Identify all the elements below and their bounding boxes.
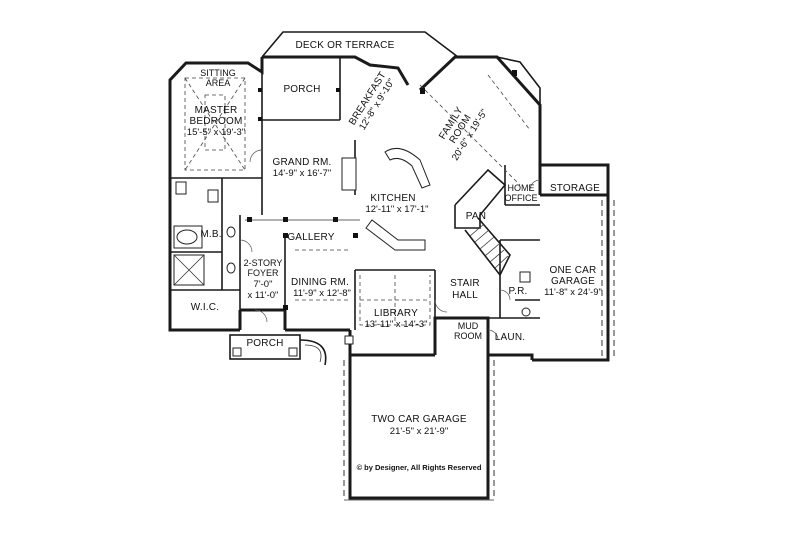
foyer-dim-1: 7'-0" bbox=[254, 279, 273, 290]
dining-room-label: DINING RM. bbox=[291, 277, 349, 288]
pantry-label: PAN bbox=[466, 211, 486, 222]
two-car-garage-label: TWO CAR GARAGE bbox=[371, 414, 467, 425]
walk-in-closet-label: W.I.C. bbox=[191, 302, 219, 313]
two-car-garage-dim: 21'-5" x 21'-9" bbox=[390, 426, 448, 437]
copyright-notice: © by Designer, All Rights Reserved bbox=[357, 463, 482, 472]
kitchen-island-curved bbox=[341, 147, 431, 251]
rear-porch-label: PORCH bbox=[283, 84, 320, 95]
storage-label: STORAGE bbox=[550, 183, 600, 194]
grand-room-label: GRAND RM. bbox=[272, 157, 331, 168]
library-dim: 13'-11" x 14'-3" bbox=[364, 319, 427, 330]
door-swings bbox=[239, 149, 541, 341]
grand-room-dim: 14'-9" x 16'-7" bbox=[273, 168, 331, 179]
one-car-garage-door bbox=[601, 200, 615, 358]
mud-room-label-2: ROOM bbox=[454, 331, 482, 341]
sitting-area-label-1: SITTING bbox=[200, 68, 236, 78]
powder-room-label: P.R. bbox=[509, 286, 528, 297]
sitting-area-label-2: AREA bbox=[206, 78, 231, 88]
staircase bbox=[464, 217, 511, 277]
home-office-label-2: OFFICE bbox=[505, 193, 538, 203]
one-car-garage-label-1: ONE CAR bbox=[550, 265, 597, 276]
foyer-label-1: 2-STORY bbox=[244, 258, 283, 268]
front-porch-label: PORCH bbox=[246, 338, 283, 349]
kitchen-dim: 12'-11" x 17'-1" bbox=[365, 204, 428, 215]
master-bedroom-label-1: MASTER bbox=[195, 105, 238, 116]
overhead-lines bbox=[184, 74, 531, 326]
dining-room-dim: 11'-9" x 12'-8" bbox=[293, 288, 351, 299]
library-label: LIBRARY bbox=[374, 308, 418, 319]
deck-label: DECK OR TERRACE bbox=[296, 40, 395, 51]
master-bedroom-dim: 15'-5" x 19'-3" bbox=[187, 127, 245, 138]
deck-outline bbox=[261, 31, 459, 58]
columns bbox=[247, 70, 517, 310]
foyer-dim-2: x 11'-0" bbox=[248, 290, 279, 301]
one-car-garage-dim: 11'-8" x 24'-9" bbox=[544, 287, 602, 298]
master-bath-label: M.B. bbox=[200, 229, 221, 240]
front-porch bbox=[229, 334, 354, 366]
home-office-label-1: HOME bbox=[508, 183, 535, 193]
bath-fixtures bbox=[173, 181, 531, 317]
room-labels: DECK OR TERRACE PORCH SITTING AREA MASTE… bbox=[187, 40, 602, 472]
stair-hall-label-2: HALL bbox=[452, 290, 478, 301]
two-car-garage-walls bbox=[343, 355, 495, 501]
kitchen-label: KITCHEN bbox=[370, 193, 415, 204]
interior-walls bbox=[170, 57, 540, 330]
gallery-label: GALLERY bbox=[287, 232, 334, 243]
stair-hall-label-1: STAIR bbox=[450, 278, 480, 289]
mud-room-label-1: MUD bbox=[458, 321, 479, 331]
laundry-label: LAUN. bbox=[495, 332, 525, 343]
master-bedroom-label-2: BEDROOM bbox=[189, 116, 242, 127]
foyer-label-2: FOYER bbox=[247, 268, 279, 278]
one-car-garage-label-2: GARAGE bbox=[551, 276, 595, 287]
